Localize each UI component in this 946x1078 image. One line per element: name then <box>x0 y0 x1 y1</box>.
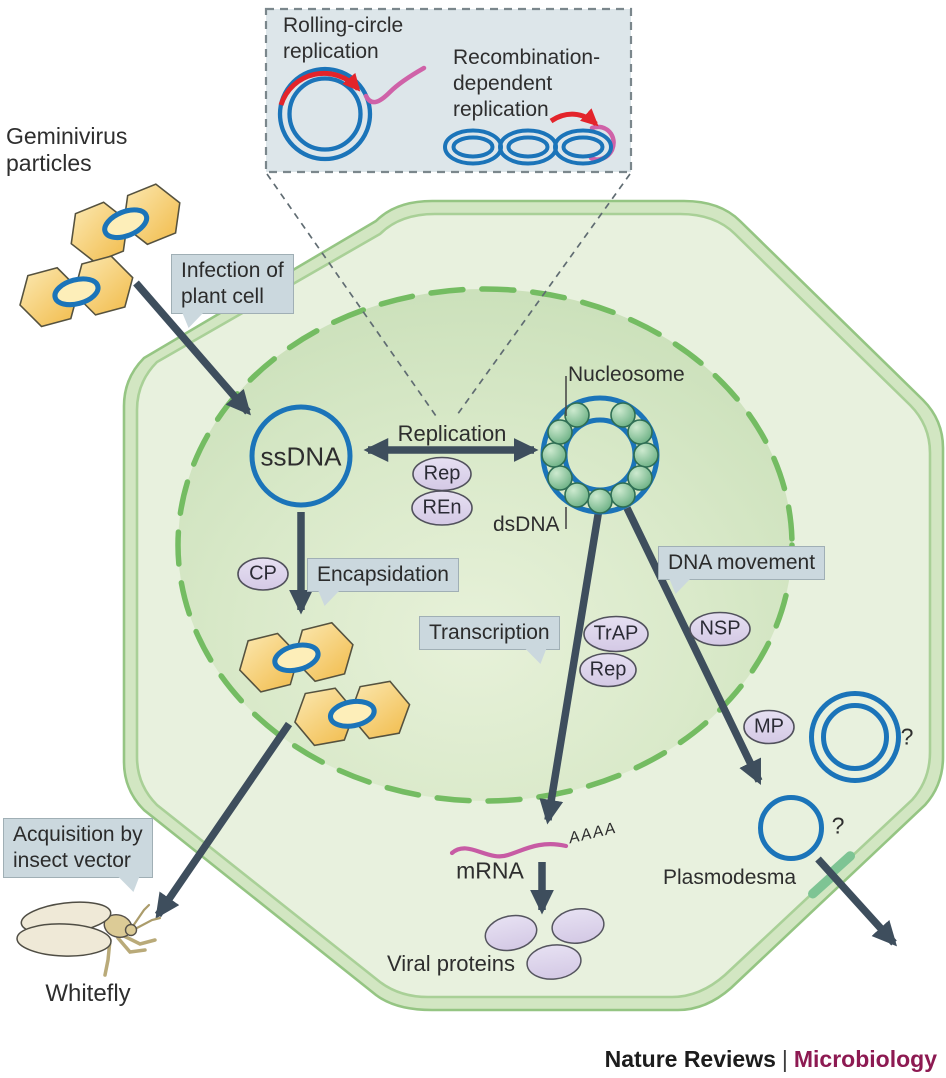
rolling-circle-illustration <box>277 65 427 162</box>
journal-separator: | <box>781 1046 788 1072</box>
nucleosome-bead <box>587 488 613 514</box>
replication-inset-panel <box>264 7 633 174</box>
rep-label: Rep <box>423 462 461 485</box>
nucleosome-bead <box>610 482 636 508</box>
recombination-illustration <box>443 108 616 166</box>
mp-oval <box>743 709 795 745</box>
recombination-replication-arrow <box>549 108 599 127</box>
geminivirus-line1: Geminivirus <box>6 123 128 149</box>
rolling-replication-arrow <box>278 70 361 106</box>
recombination-line1: Recombination- <box>453 46 601 69</box>
journal-name: Nature Reviews <box>604 1046 776 1072</box>
ssdna-circle <box>249 404 353 508</box>
transcription-text: Transcription <box>429 621 550 644</box>
unknown-mark-ssdna: ? <box>831 812 845 839</box>
mp-label: MP <box>754 715 784 738</box>
minichromosome <box>540 395 660 515</box>
journal-section: Microbiology <box>793 1046 937 1072</box>
transcription-arrow <box>539 508 603 825</box>
cp-label: CP <box>249 562 277 585</box>
plasmodesma-label: Plasmodesma <box>663 866 797 889</box>
acquisition-line2: insect vector <box>13 849 131 872</box>
geminivirus-line2: particles <box>6 150 92 176</box>
recombination-line3: replication <box>453 98 549 121</box>
inset-connector-right <box>456 173 631 416</box>
nucleosome-bead <box>610 402 636 428</box>
nsp-oval <box>689 611 751 647</box>
infection-arrow <box>133 280 251 416</box>
dsdna-transport-circle <box>809 691 901 783</box>
recombination-line2: dependent <box>453 72 553 95</box>
dna-movement-text: DNA movement <box>668 551 816 574</box>
nucleosome-bead <box>627 419 653 445</box>
nucleosome-bead <box>547 419 573 445</box>
rolling-circle-line2: replication <box>283 40 379 63</box>
geminivirus-label: Geminivirus particles <box>6 123 127 177</box>
geminivirus-particle <box>13 250 139 333</box>
dna-movement-callout: DNA movement <box>658 546 826 594</box>
nucleosome-bead <box>564 402 590 428</box>
acquisition-arrow <box>154 721 293 919</box>
trap-label: TrAP <box>593 622 639 645</box>
rolling-circle-line1: Rolling-circle <box>283 14 404 37</box>
rep2-label: Rep <box>589 658 627 681</box>
ren-oval <box>411 490 473 526</box>
whitefly-label: Whitefly <box>45 980 131 1007</box>
exit-arrow <box>815 856 898 947</box>
dsdna-transport-circle-inner <box>821 703 889 771</box>
trap-oval <box>583 615 649 653</box>
infection-callout: Infection of plant cell <box>171 254 294 328</box>
nucleosome-bead <box>541 442 567 468</box>
ssdna-label: ssDNA <box>260 441 342 472</box>
dna-movement-arrow <box>623 506 763 786</box>
dsdna-label: dsDNA <box>493 513 560 536</box>
encapsidation-text: Encapsidation <box>317 563 449 586</box>
nucleosome-bead <box>547 465 573 491</box>
whitefly-illustration <box>16 901 162 977</box>
rep2-oval <box>579 652 637 688</box>
moving-dna-circles <box>758 691 901 861</box>
nucleosome-bead <box>627 465 653 491</box>
ssdna-transport-circle <box>758 795 824 861</box>
acquisition-line1: Acquisition by <box>13 823 143 846</box>
replication-label: Replication <box>397 421 507 446</box>
infection-line1: Infection of <box>181 259 284 282</box>
nucleosome-label: Nucleosome <box>568 363 685 386</box>
viral-proteins-label: Viral proteins <box>387 951 515 976</box>
nucleosome-bead <box>633 442 659 468</box>
nascent-strand-pink <box>363 65 427 105</box>
acquisition-callout: Acquisition by insect vector <box>3 818 153 892</box>
ren-label: REn <box>422 496 462 519</box>
unknown-mark-dsdna: ? <box>900 723 914 750</box>
nucleosome-bead <box>564 482 590 508</box>
nsp-label: NSP <box>699 617 741 640</box>
recombination-label: Recombination- dependent replication <box>453 45 600 123</box>
inset-connector-left <box>266 173 437 417</box>
infection-line2: plant cell <box>181 285 264 308</box>
nucleus <box>175 286 795 804</box>
nucleosome-beads <box>541 402 659 514</box>
encapsidation-callout: Encapsidation <box>307 558 459 606</box>
protein-ovals <box>237 456 795 745</box>
mrna-wave <box>449 842 569 859</box>
rolling-circle-label: Rolling-circle replication <box>283 13 403 65</box>
plasmodesma-channel <box>808 851 856 899</box>
transcription-callout: Transcription <box>419 616 560 664</box>
journal-footer: Nature Reviews|Microbiology <box>605 1046 937 1073</box>
viral-protein-blobs <box>484 908 605 980</box>
cp-oval <box>237 557 289 591</box>
mrna-label: mRNA <box>456 857 524 884</box>
